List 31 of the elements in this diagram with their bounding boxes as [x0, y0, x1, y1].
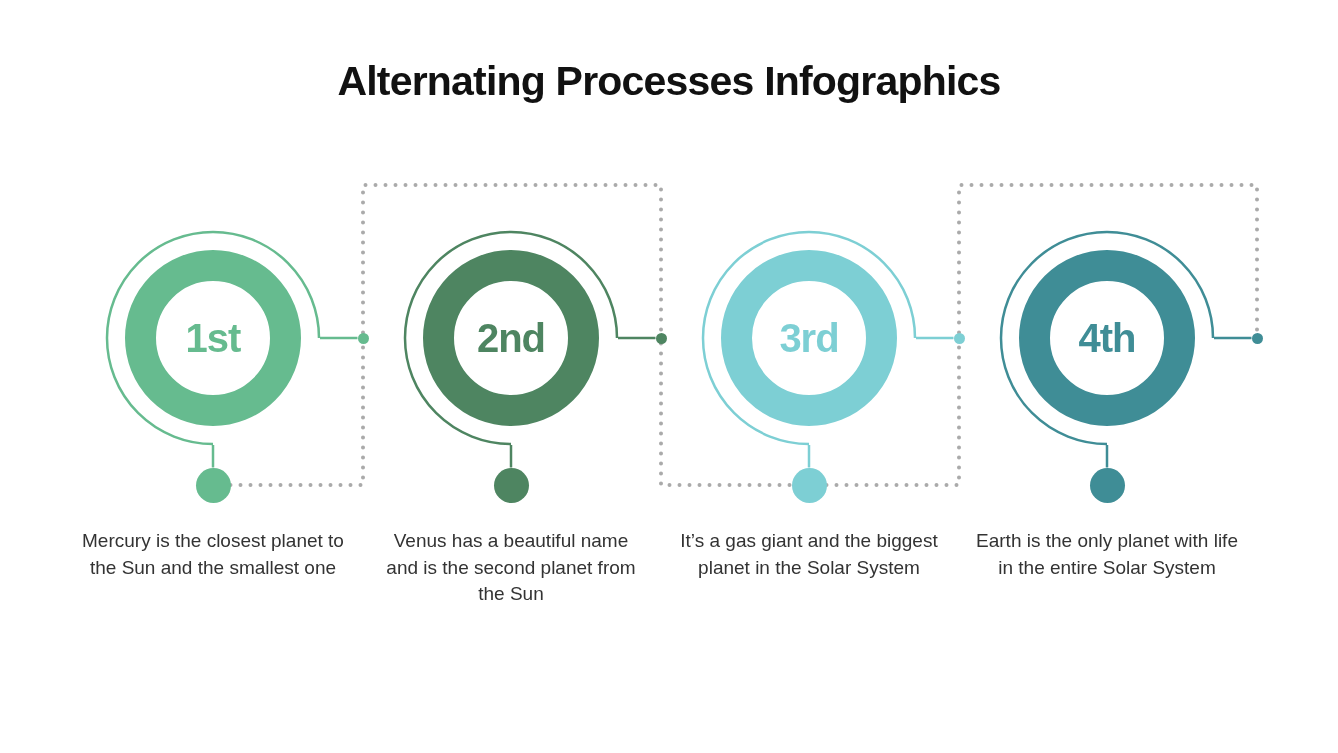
connector-dot [357, 332, 369, 344]
title: Alternating Processes Infographics [336, 58, 1002, 105]
connector-line [509, 445, 513, 468]
connector-line [211, 445, 215, 468]
connector-line [916, 336, 954, 340]
connector-line [807, 445, 811, 468]
connector-line [1214, 336, 1252, 340]
description-text: Venus has a beautiful name and is the second planet from the Sun [385, 529, 637, 606]
dotted-connector [361, 183, 663, 335]
step-number: 4th [1078, 315, 1136, 361]
step-dot [195, 467, 231, 503]
description-text: Earth is the only planet with life in the entire Solar System [975, 529, 1239, 580]
description-text: Mercury is the closest planet to the Sun and the smallest one [81, 529, 345, 580]
dotted-connector [957, 183, 1259, 335]
step-number: 1st [185, 315, 241, 361]
step-number: 2nd [476, 315, 546, 361]
step-dot [791, 467, 827, 503]
connector-line [320, 336, 358, 340]
connector-dot [953, 332, 965, 344]
ring-circle [106, 231, 320, 445]
step-number: 3rd [779, 315, 839, 361]
connector-dot [1251, 332, 1263, 344]
step-dot [493, 467, 529, 503]
connector-line [1105, 445, 1109, 468]
description-text: It’s a gas giant and the biggest planet in the Solar System [679, 529, 939, 580]
ring-circle [404, 231, 618, 445]
connector-line [618, 336, 656, 340]
ring-circle [1000, 231, 1214, 445]
ring-circle [702, 231, 916, 445]
step-dot [1089, 467, 1125, 503]
connector-dot [655, 332, 667, 344]
